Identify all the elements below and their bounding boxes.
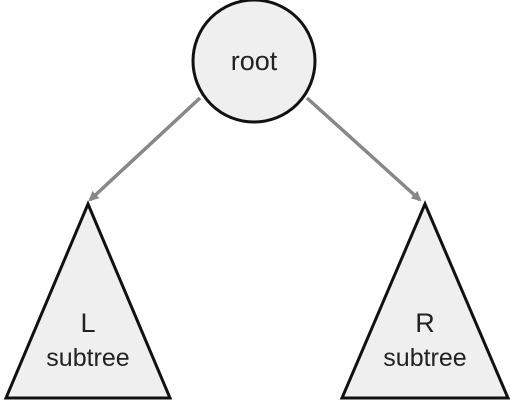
- left-subtree: L subtree: [3, 200, 173, 400]
- root-node: root: [191, 0, 317, 124]
- left-subtree-caption: subtree: [46, 344, 129, 372]
- right-subtree-letter: R: [415, 308, 435, 338]
- edge-root-to-left: [88, 96, 202, 202]
- left-subtree-triangle: [3, 200, 173, 400]
- edge-root-to-right: [305, 96, 422, 202]
- right-subtree-caption: subtree: [383, 344, 466, 372]
- left-subtree-letter: L: [80, 308, 95, 338]
- right-subtree-triangle: [339, 200, 510, 400]
- root-label: root: [231, 46, 278, 76]
- right-subtree: R subtree: [339, 200, 510, 400]
- root-circle: [191, 0, 317, 124]
